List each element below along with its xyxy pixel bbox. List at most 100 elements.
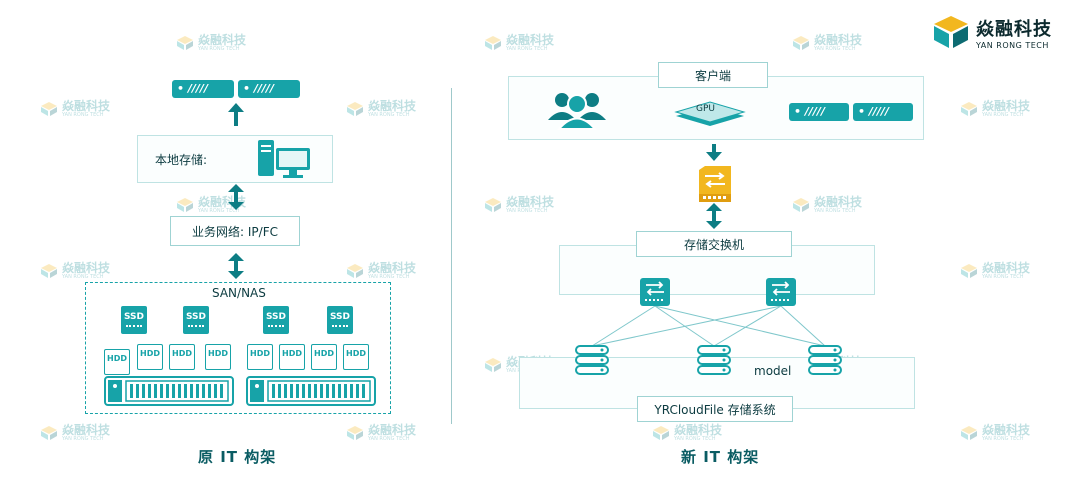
- ssd-drive: SSD: [263, 306, 289, 334]
- hdd-drive: HDD: [104, 349, 130, 375]
- hdd-drive: HDD: [137, 344, 163, 370]
- logo-mark-icon: [793, 198, 809, 212]
- gpu-label: GPU: [696, 104, 715, 114]
- local-storage-label: 本地存储:: [155, 153, 208, 167]
- logo-mark-icon: [485, 198, 501, 212]
- storage-array-icon: [104, 376, 234, 406]
- double-arrow-icon: [228, 184, 244, 210]
- storage-node-icon: [575, 345, 609, 375]
- hdd-drive: HDD: [343, 344, 369, 370]
- hdd-label: HDD: [208, 349, 228, 358]
- ssd-drive: SSD: [327, 306, 353, 334]
- hdd-label: HDD: [314, 349, 334, 358]
- ssd-label: SSD: [329, 312, 351, 322]
- server-mark: /////: [804, 105, 825, 118]
- ssd-label: SSD: [185, 312, 207, 322]
- brand-name: 焱融科技: [976, 18, 1052, 40]
- server-led-icon: •: [858, 105, 866, 118]
- san-nas-label: SAN/NAS: [212, 286, 266, 300]
- logo-mark-icon: [41, 264, 57, 278]
- hdd-drive: HDD: [311, 344, 337, 370]
- logo-mark-icon: [177, 198, 193, 212]
- server-led-icon: •: [794, 105, 802, 118]
- right-title: 新 IT 构架: [681, 448, 760, 466]
- brand-logo: 焱融科技 YAN RONG TECH: [932, 14, 1052, 50]
- hdd-drive: HDD: [247, 344, 273, 370]
- server-led-icon: •: [177, 82, 185, 95]
- hdd-drive: HDD: [205, 344, 231, 370]
- network-switch-icon: [640, 278, 670, 306]
- computer-icon: [258, 140, 310, 178]
- ssd-drive: SSD: [121, 306, 147, 334]
- node-leds: [600, 348, 837, 372]
- logo-mark-icon: [793, 36, 809, 50]
- logo-mark-icon: [485, 36, 501, 50]
- hdd-drive: HDD: [279, 344, 305, 370]
- server-unit: • /////: [789, 103, 849, 121]
- client-label: 客户端: [658, 62, 768, 88]
- storage-node-icon: [697, 345, 731, 375]
- brand-name-en: YAN RONG TECH: [976, 40, 1049, 50]
- ssd-label: SSD: [265, 312, 287, 322]
- hdd-label: HDD: [140, 349, 160, 358]
- switch-label: 存储交换机: [636, 231, 792, 257]
- users-icon: [548, 93, 606, 130]
- server-mark: /////: [187, 82, 208, 95]
- san-nas-container: [85, 282, 391, 414]
- arrow-down-icon: [706, 144, 722, 161]
- double-arrow-icon: [706, 203, 722, 229]
- system-label: YRCloudFile 存储系统: [637, 396, 793, 422]
- logo-mark-icon: [653, 426, 669, 440]
- ssd-label: SSD: [123, 312, 145, 322]
- server-unit: • /////: [172, 80, 234, 98]
- brand-logo-icon: [934, 16, 968, 48]
- logo-mark-icon: [347, 426, 363, 440]
- storage-array-icon: [246, 376, 376, 406]
- logo-mark-icon: [41, 426, 57, 440]
- hdd-label: HDD: [172, 349, 192, 358]
- server-mark: /////: [868, 105, 889, 118]
- section-divider: [451, 88, 452, 424]
- network-label: 业务网络: IP/FC: [170, 216, 300, 246]
- logo-mark-icon: [347, 102, 363, 116]
- logo-mark-icon: [177, 36, 193, 50]
- logo-mark-icon: [347, 264, 363, 278]
- model-label: model: [754, 364, 792, 378]
- server-unit: • /////: [853, 103, 913, 121]
- left-title: 原 IT 构架: [198, 448, 277, 466]
- logo-mark-icon: [961, 426, 977, 440]
- server-mark: /////: [253, 82, 274, 95]
- server-led-icon: •: [243, 82, 251, 95]
- logo-mark-icon: [41, 102, 57, 116]
- storage-node-icon: [808, 345, 842, 375]
- logo-mark-icon: [961, 102, 977, 116]
- server-unit: • /////: [238, 80, 300, 98]
- ssd-drive: SSD: [183, 306, 209, 334]
- network-switch-icon: [766, 278, 796, 306]
- hdd-label: HDD: [107, 354, 127, 363]
- hdd-label: HDD: [346, 349, 366, 358]
- hdd-drive: HDD: [169, 344, 195, 370]
- hdd-label: HDD: [282, 349, 302, 358]
- switch-yellow-icon: [699, 166, 731, 202]
- mesh-links: [591, 305, 826, 347]
- arrow-up-icon: [228, 103, 244, 126]
